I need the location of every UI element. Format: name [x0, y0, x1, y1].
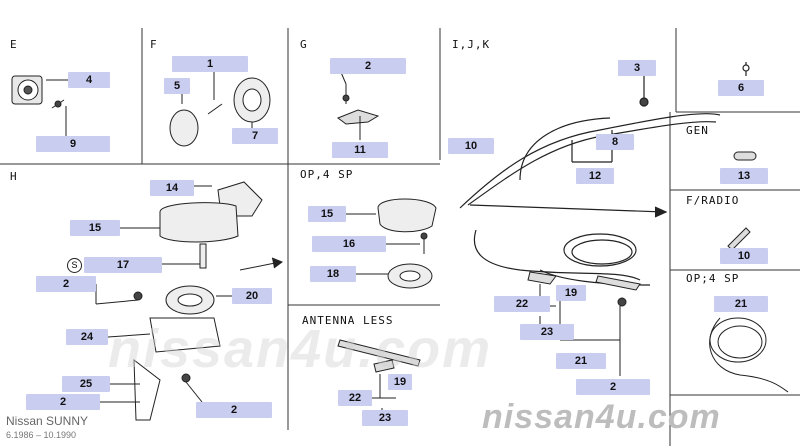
callout-23-al[interactable]: 23	[362, 410, 408, 426]
callout-7[interactable]: 7	[232, 128, 278, 144]
callout-6[interactable]: 6	[718, 80, 764, 96]
callout-2-h-top[interactable]: 2	[36, 276, 96, 292]
section-gen-label: GEN	[686, 124, 709, 137]
callout-25[interactable]: 25	[62, 376, 110, 392]
callout-19-al[interactable]: 19	[388, 374, 412, 390]
callout-20[interactable]: 20	[232, 288, 272, 304]
callout-19-ant[interactable]: 19	[556, 285, 586, 301]
callout-17[interactable]: 17	[84, 257, 162, 273]
callout-24[interactable]: 24	[66, 329, 108, 345]
watermark: nissan4u.com	[482, 398, 721, 436]
callout-4[interactable]: 4	[68, 72, 110, 88]
speaker-f-icon	[169, 77, 271, 147]
watermark-large: nissan4u.com	[108, 319, 493, 379]
speaker-op4-icon	[377, 198, 437, 289]
section-antenna-less-label: ANTENNA LESS	[302, 314, 394, 327]
callout-21-op[interactable]: 21	[714, 296, 768, 312]
callout-22-al[interactable]: 22	[338, 390, 372, 406]
section-g-label: G	[300, 38, 308, 51]
callout-21-ant[interactable]: 21	[556, 353, 606, 369]
speaker-h-icon	[133, 285, 221, 421]
callout-22-ant[interactable]: 22	[494, 296, 550, 312]
callout-9[interactable]: 9	[36, 136, 110, 152]
section-op4sp-label: OP,4 SP	[300, 168, 354, 181]
callout-2-h-bottom[interactable]: 2	[26, 394, 100, 410]
section-h-label: H	[10, 170, 18, 183]
callout-5[interactable]: 5	[164, 78, 190, 94]
section-fradio-label: F/RADIO	[686, 194, 740, 207]
callout-1[interactable]: 1	[172, 56, 248, 72]
section-op4sp-right-label: OP;4 SP	[686, 272, 740, 285]
antenna-cable-icon	[459, 62, 750, 286]
model-caption: Nissan SUNNY	[6, 414, 89, 428]
s-mark: S	[67, 258, 82, 273]
callout-18[interactable]: 18	[310, 266, 356, 282]
callout-15[interactable]: 15	[70, 220, 120, 236]
section-ijk-label: I,J,K	[452, 38, 491, 51]
section-f-label: F	[150, 38, 158, 51]
callout-14[interactable]: 14	[150, 180, 194, 196]
callout-13[interactable]: 13	[720, 168, 768, 184]
clip-19-icon	[595, 275, 641, 291]
date-range-caption: 6.1986 – 10.1990	[6, 430, 77, 440]
callout-10[interactable]: 10	[448, 138, 494, 154]
callout-23-ant[interactable]: 23	[520, 324, 574, 340]
callout-12[interactable]: 12	[576, 168, 614, 184]
console-icon	[159, 181, 263, 269]
antenna-less-icon	[337, 339, 421, 416]
callout-10-fradio[interactable]: 10	[720, 248, 768, 264]
clip-22-icon	[527, 271, 557, 285]
callout-15-op4[interactable]: 15	[308, 206, 346, 222]
grommet-13-icon	[733, 151, 757, 161]
callout-11[interactable]: 11	[332, 142, 388, 158]
callout-3[interactable]: 3	[618, 60, 656, 76]
callout-2-g[interactable]: 2	[330, 58, 406, 74]
callout-2-h-right[interactable]: 2	[196, 402, 272, 418]
callout-2-ant[interactable]: 2	[576, 379, 650, 395]
antenna-clip-icon	[336, 84, 380, 140]
callout-16[interactable]: 16	[312, 236, 386, 252]
section-e-label: E	[10, 38, 18, 51]
feeder-10-icon	[727, 227, 751, 251]
callout-8[interactable]: 8	[596, 134, 634, 150]
speaker-e-icon	[11, 75, 65, 109]
